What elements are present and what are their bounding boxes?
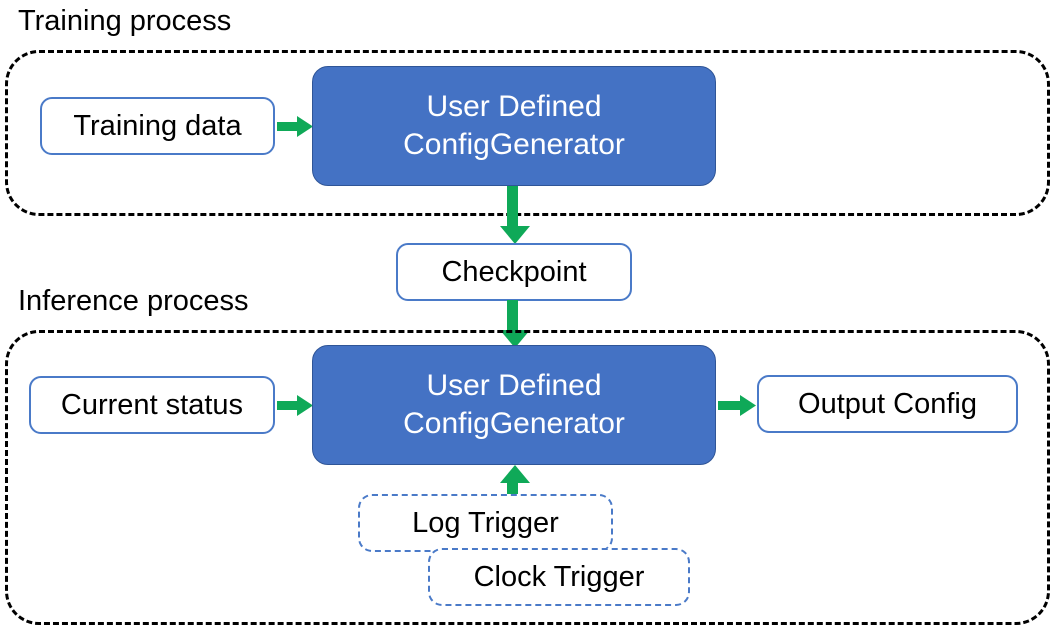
- training-generator-line1: User Defined: [426, 90, 602, 123]
- node-inference-config-generator[interactable]: User Defined ConfigGenerator: [312, 345, 716, 465]
- inference-generator-line2: ConfigGenerator: [403, 407, 625, 440]
- node-checkpoint[interactable]: Checkpoint: [396, 243, 632, 301]
- node-output-config[interactable]: Output Config: [757, 375, 1018, 433]
- arrow-generator-to-output-config: [718, 395, 756, 416]
- node-clock-trigger[interactable]: Clock Trigger: [428, 548, 690, 606]
- training-generator-line2: ConfigGenerator: [403, 128, 625, 161]
- arrow-generator-to-checkpoint: [500, 186, 530, 244]
- arrow-current-status-to-generator: [277, 395, 313, 416]
- inference-process-group: [5, 330, 1050, 625]
- arrow-training-data-to-generator: [277, 116, 313, 137]
- node-training-data[interactable]: Training data: [40, 97, 275, 155]
- arrow-trigger-to-generator: [500, 465, 530, 500]
- inference-generator-line1: User Defined: [426, 369, 602, 402]
- node-log-trigger[interactable]: Log Trigger: [358, 494, 613, 552]
- arrow-checkpoint-to-inference-generator: [500, 300, 530, 348]
- node-current-status[interactable]: Current status: [29, 376, 275, 434]
- training-process-group: [5, 50, 1050, 216]
- node-training-config-generator[interactable]: User Defined ConfigGenerator: [312, 66, 716, 186]
- training-process-caption: Training process: [18, 5, 232, 37]
- inference-process-caption: Inference process: [18, 285, 249, 317]
